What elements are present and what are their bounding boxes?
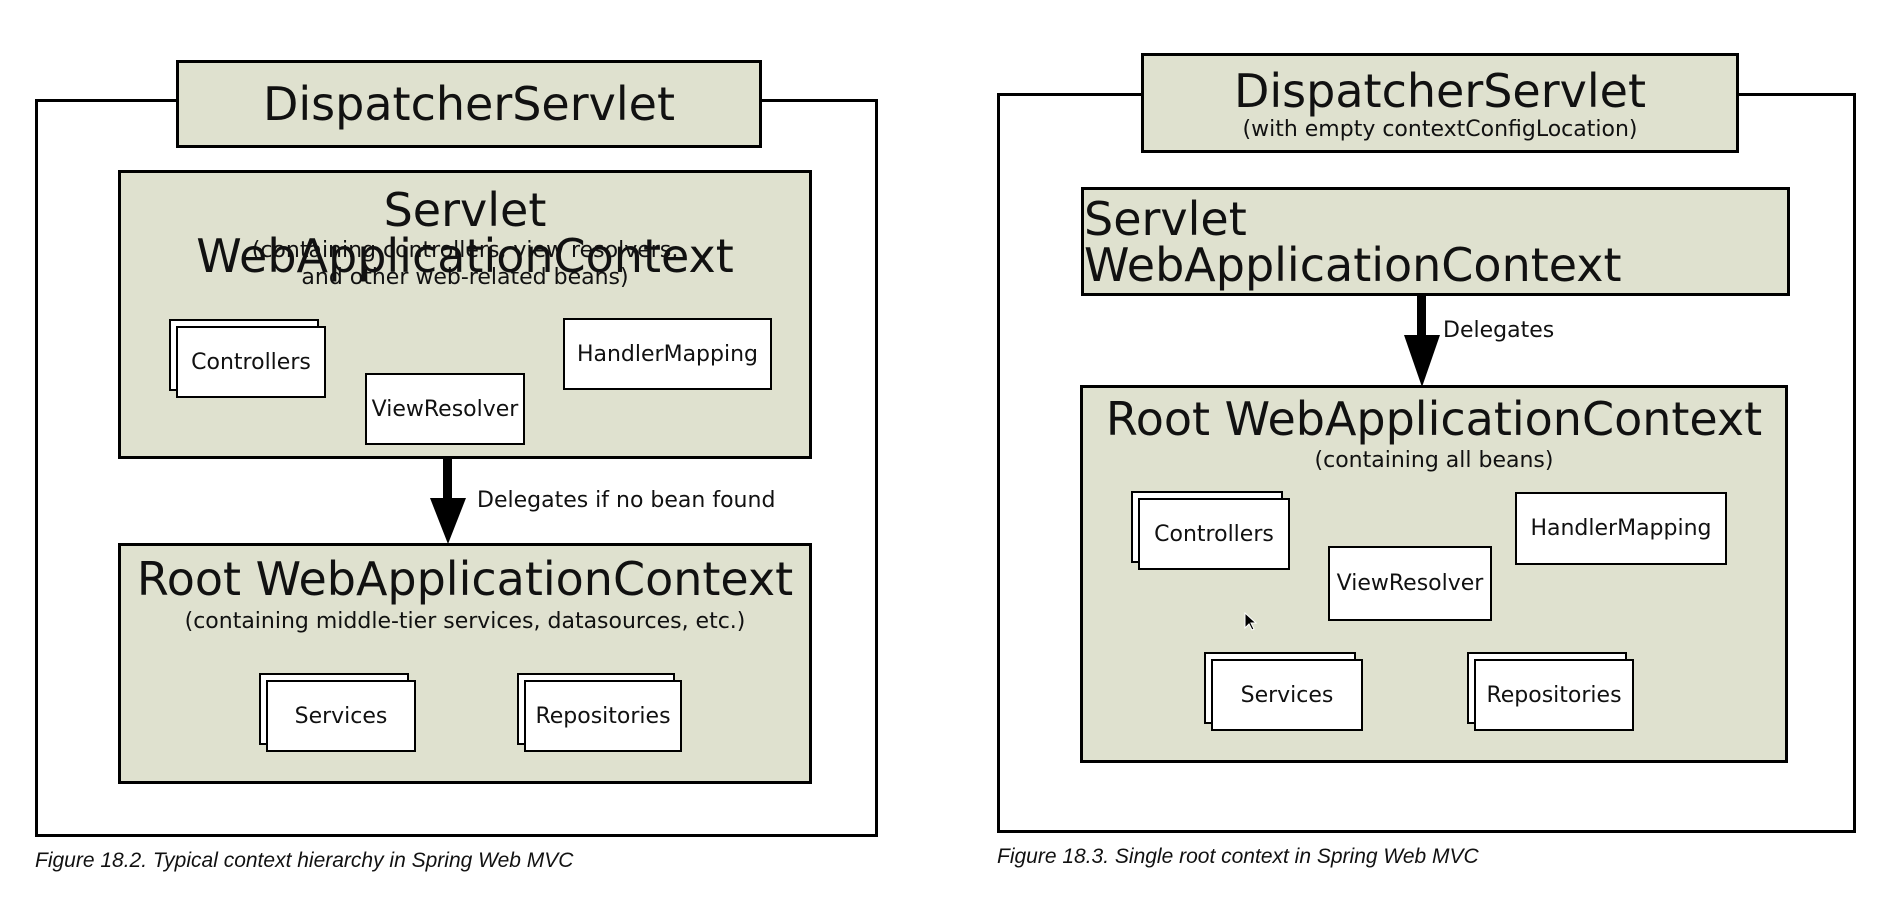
bean-controllers: Controllers xyxy=(176,326,326,398)
servlet-context-title: Servlet WebApplicationContext xyxy=(1084,191,1622,292)
bean-services: Services xyxy=(1211,659,1363,731)
bean-view-resolver: ViewResolver xyxy=(1328,546,1492,621)
dispatcher-servlet-title: DispatcherServlet xyxy=(1233,64,1646,118)
delegation-arrow-head xyxy=(430,498,466,544)
root-context-title: Root WebApplicationContext xyxy=(1105,392,1763,446)
bean-repositories: Repositories xyxy=(1474,659,1634,731)
bean-controllers: Controllers xyxy=(1138,498,1290,570)
bean-repositories: Repositories xyxy=(524,680,682,752)
dispatcher-servlet-title-box: DispatcherServlet xyxy=(176,60,762,148)
bean-handler-mapping: HandlerMapping xyxy=(1515,492,1727,565)
figure-caption: Figure 18.3. Single root context in Spri… xyxy=(997,845,1479,868)
root-context-title: Root WebApplicationContext xyxy=(136,552,794,606)
dispatcher-servlet-title: DispatcherServlet xyxy=(262,77,675,131)
dispatcher-servlet-title-box: DispatcherServlet (with empty contextCon… xyxy=(1141,53,1739,153)
delegation-label: Delegates xyxy=(1443,318,1555,343)
servlet-web-application-context: Servlet WebApplicationContext (containin… xyxy=(118,170,812,459)
servlet-context-subtitle-2: and other web-related beans) xyxy=(301,265,629,290)
delegation-arrow-shaft xyxy=(443,459,452,501)
dispatcher-servlet-subtitle: (with empty contextConfigLocation) xyxy=(1242,117,1638,142)
delegation-label: Delegates if no bean found xyxy=(477,488,776,513)
servlet-context-title: Servlet WebApplicationContext xyxy=(196,183,734,283)
figure-caption: Figure 18.2. Typical context hierarchy i… xyxy=(35,849,574,872)
root-web-application-context: Root WebApplicationContext (containing a… xyxy=(1080,385,1788,763)
root-context-subtitle: (containing middle-tier services, dataso… xyxy=(184,609,746,634)
bean-view-resolver: ViewResolver xyxy=(365,373,525,445)
delegation-arrow-shaft xyxy=(1417,296,1426,338)
mouse-cursor-icon xyxy=(1244,612,1258,631)
bean-services: Services xyxy=(266,680,416,752)
root-context-subtitle: (containing all beans) xyxy=(1314,448,1554,473)
bean-handler-mapping: HandlerMapping xyxy=(563,318,772,390)
delegation-arrow-head xyxy=(1404,335,1440,387)
servlet-web-application-context: Servlet WebApplicationContext xyxy=(1081,187,1790,296)
root-web-application-context: Root WebApplicationContext (containing m… xyxy=(118,543,812,784)
servlet-context-subtitle-1: (containing controllers, view resolvers, xyxy=(251,238,679,263)
